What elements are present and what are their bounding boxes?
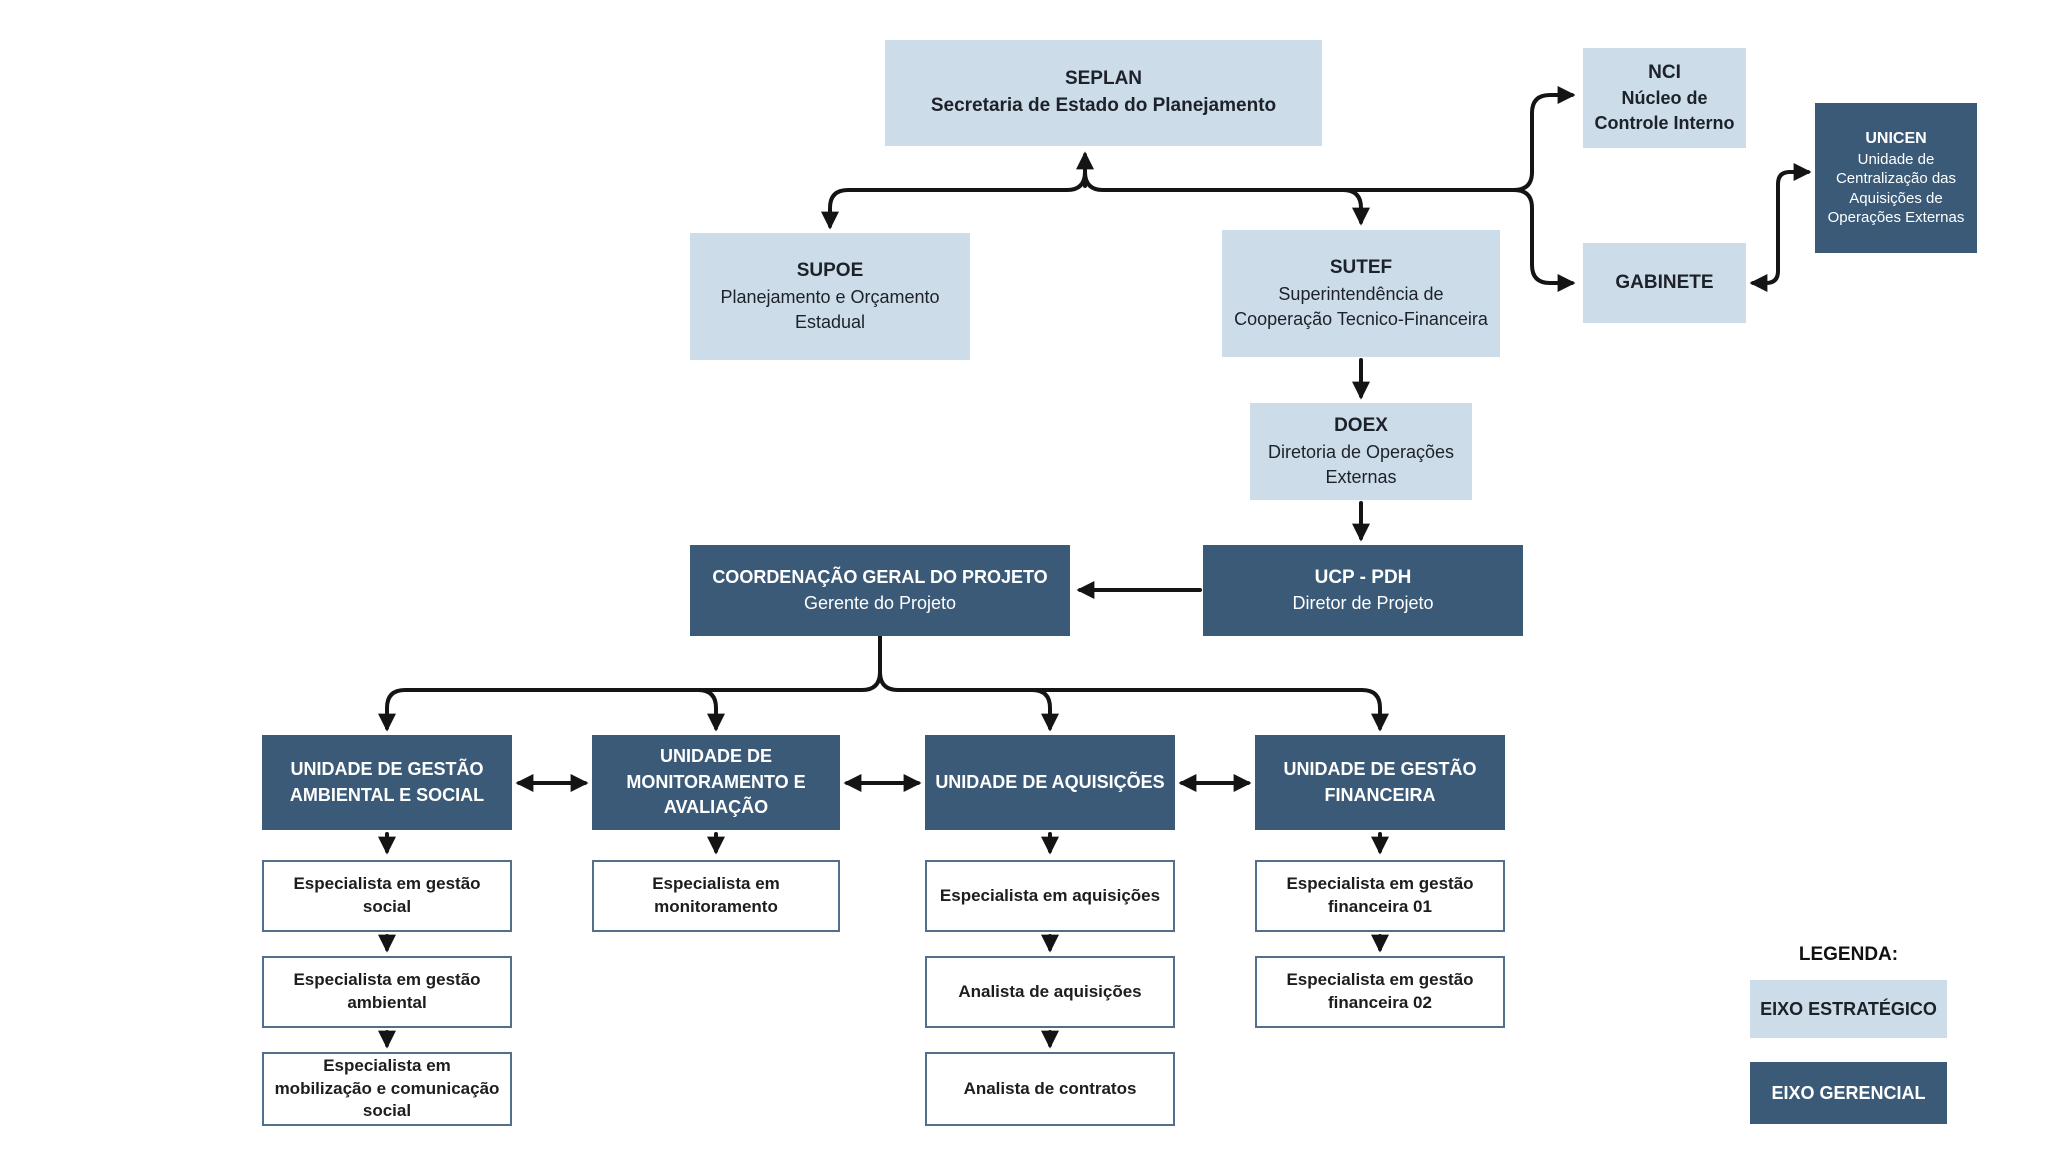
node-unidade-aquisicoes: UNIDADE DE AQUISIÇÕES	[925, 735, 1175, 830]
node-supoe: SUPOE Planejamento e Orçamento Estadual	[690, 233, 970, 360]
edge-coordenacao-unit3	[1030, 688, 1059, 732]
edge-coordenacao-unit1	[378, 634, 882, 732]
node-doex-label: Diretoria de Operações Externas	[1267, 441, 1455, 487]
node-gabinete: GABINETE	[1583, 243, 1746, 323]
node-unicen: UNICEN Unidade de Centralização das Aqui…	[1815, 103, 1977, 253]
node-supoe-code: SUPOE	[796, 260, 864, 282]
legend-item-eixo-estrategico: EIXO ESTRATÉGICO	[1750, 980, 1947, 1038]
role-especialista-aquisicoes: Especialista em aquisições	[925, 860, 1175, 932]
edge-coordenacao-unit2	[696, 688, 725, 732]
unit-label: UNIDADE DE GESTÃO FINANCEIRA	[1283, 758, 1477, 805]
node-nci: NCI Núcleo de Controle Interno	[1583, 48, 1746, 148]
role-especialista-gestao-financeira-02: Especialista em gestão financeira 02	[1255, 956, 1505, 1028]
node-unidade-gestao-financeira: UNIDADE DE GESTÃO FINANCEIRA	[1255, 735, 1505, 830]
node-gabinete-code: GABINETE	[1615, 271, 1714, 293]
edge-trunk-to-sutef	[1341, 188, 1370, 226]
node-coordenacao-geral-label: Gerente do Projeto	[803, 592, 957, 613]
node-sutef: SUTEF Superintendência de Cooperação Tec…	[1222, 230, 1500, 357]
role-analista-contratos: Analista de contratos	[925, 1052, 1175, 1126]
node-sutef-code: SUTEF	[1329, 257, 1393, 279]
node-unicen-code: UNICEN	[1865, 130, 1927, 148]
node-nci-label: Núcleo de Controle Interno	[1594, 88, 1735, 134]
node-seplan-code: SEPLAN	[1064, 68, 1143, 90]
node-coordenacao-geral-code: COORDENAÇÃO GERAL DO PROJETO	[712, 567, 1048, 588]
node-unidade-gestao-ambiental-social: UNIDADE DE GESTÃO AMBIENTAL E SOCIAL	[262, 735, 512, 830]
role-analista-aquisicoes: Analista de aquisições	[925, 956, 1175, 1028]
edge-coordenacao-unit4	[878, 670, 1389, 732]
edge-gabinete-unicen	[1749, 163, 1812, 292]
node-coordenacao-geral: COORDENAÇÃO GERAL DO PROJETO Gerente do …	[690, 545, 1070, 636]
unit-label: UNIDADE DE MONITORAMENTO E AVALIAÇÃO	[626, 746, 806, 818]
node-seplan: SEPLAN Secretaria de Estado do Planejame…	[885, 40, 1322, 146]
node-nci-code: NCI	[1648, 61, 1681, 83]
node-supoe-label: Planejamento e Orçamento Estadual	[720, 286, 940, 332]
node-ucp-pdh-code: UCP - PDH	[1314, 566, 1412, 588]
node-doex-code: DOEX	[1334, 415, 1388, 437]
unit-label: UNIDADE DE GESTÃO AMBIENTAL E SOCIAL	[289, 758, 485, 805]
edge-trunk-to-supoe	[821, 170, 1087, 230]
legend-item-eixo-gerencial: EIXO GERENCIAL	[1750, 1062, 1947, 1124]
role-especialista-gestao-ambiental: Especialista em gestão ambiental	[262, 956, 512, 1028]
unit-label: UNIDADE DE AQUISIÇÕES	[935, 771, 1165, 792]
node-ucp-pdh: UCP - PDH Diretor de Projeto	[1203, 545, 1523, 636]
node-sutef-label: Superintendência de Cooperação Tecnico-F…	[1234, 283, 1488, 329]
node-seplan-label: Secretaria de Estado do Planejamento	[930, 95, 1277, 116]
role-especialista-gestao-financeira-01: Especialista em gestão financeira 01	[1255, 860, 1505, 932]
node-ucp-pdh-label: Diretor de Projeto	[1292, 593, 1434, 614]
role-especialista-gestao-social: Especialista em gestão social	[262, 860, 512, 932]
legend-title: LEGENDA:	[1798, 944, 1899, 965]
edge-trunk-to-gabinete	[1512, 188, 1576, 292]
node-doex: DOEX Diretoria de Operações Externas	[1250, 403, 1472, 500]
role-especialista-monitoramento: Especialista em monitoramento	[592, 860, 840, 932]
role-especialista-mobilizacao-comunicacao: Especialista em mobilização e comunicaçã…	[262, 1052, 512, 1126]
node-unidade-monitoramento-avaliacao: UNIDADE DE MONITORAMENTO E AVALIAÇÃO	[592, 735, 840, 830]
node-unicen-label: Unidade de Centralização das Aquisições …	[1827, 150, 1965, 227]
